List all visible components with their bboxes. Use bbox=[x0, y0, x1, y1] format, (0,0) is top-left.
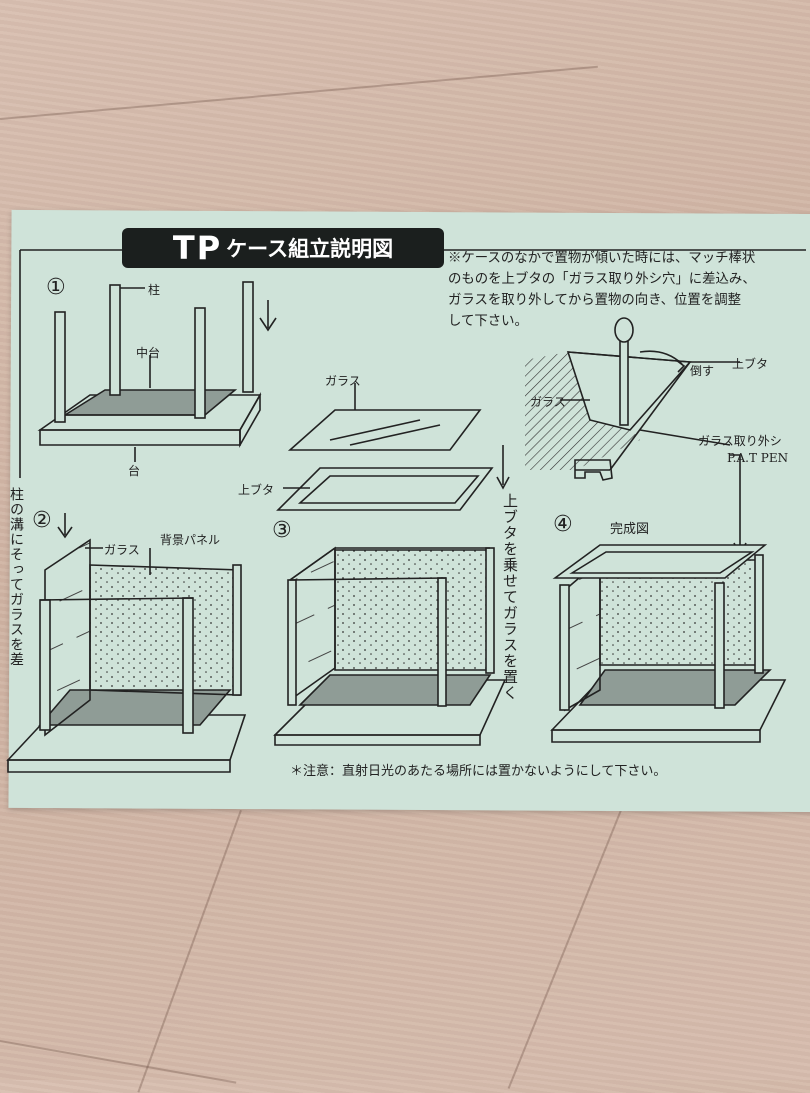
label-pat-pen: P.A.T PEN bbox=[727, 451, 789, 465]
label-tip-over: 倒す bbox=[690, 364, 715, 378]
label-glass-top: ガラス bbox=[325, 374, 361, 388]
step1-number: ① bbox=[46, 275, 66, 300]
glass-removal-detail bbox=[525, 317, 747, 557]
title-rest: ケース組立説明図 bbox=[226, 237, 394, 261]
label-glass-removal-hole: ガラス取り外シ bbox=[698, 434, 782, 448]
label-middle-base: 中台 bbox=[136, 346, 161, 360]
label-glass-detail: ガラス bbox=[530, 395, 566, 409]
label-lid-detail: 上ブタ bbox=[732, 357, 769, 371]
step3-parts bbox=[276, 383, 510, 511]
label-back-panel: 背景パネル bbox=[160, 533, 221, 547]
note-line: のものを上ブタの「ガラス取り外シ穴」に差込み、 bbox=[448, 272, 756, 287]
label-pillar: 柱 bbox=[148, 283, 161, 297]
caution-text: ＊注意：直射日光のあたる場所には置かないようにして下さい。 bbox=[290, 764, 667, 779]
label-base: 台 bbox=[128, 464, 141, 478]
step4-number: ④ bbox=[553, 512, 573, 537]
vertical-instruction-left: 柱の溝にそってガラスを差 bbox=[8, 487, 24, 667]
label-glass-step2: ガラス bbox=[104, 543, 140, 557]
vertical-instruction-middle: 上ブタを乗せてガラスを置く bbox=[501, 493, 519, 701]
note-line: ガラスを取り外してから置物の向き、位置を調整 bbox=[448, 293, 741, 308]
step2-number: ② bbox=[32, 508, 52, 533]
step3-number: ③ bbox=[272, 518, 292, 543]
label-completed: 完成図 bbox=[610, 522, 650, 537]
note-line: ※ケースのなかで置物が傾いた時には、マッチ棒状 bbox=[448, 251, 756, 266]
label-lid: 上ブタ bbox=[238, 483, 275, 497]
title-tp: TP bbox=[172, 229, 223, 267]
step4-diagram bbox=[550, 544, 787, 743]
page-title: TP ケース組立説明図 bbox=[122, 228, 444, 268]
step1-diagram bbox=[37, 281, 277, 462]
step2-diagram bbox=[6, 513, 247, 773]
note-text: ※ケースのなかで置物が傾いた時には、マッチ棒状 のものを上ブタの「ガラス取り外シ… bbox=[448, 248, 803, 332]
step3-diagram bbox=[273, 546, 507, 746]
note-line: して下さい。 bbox=[448, 314, 528, 329]
